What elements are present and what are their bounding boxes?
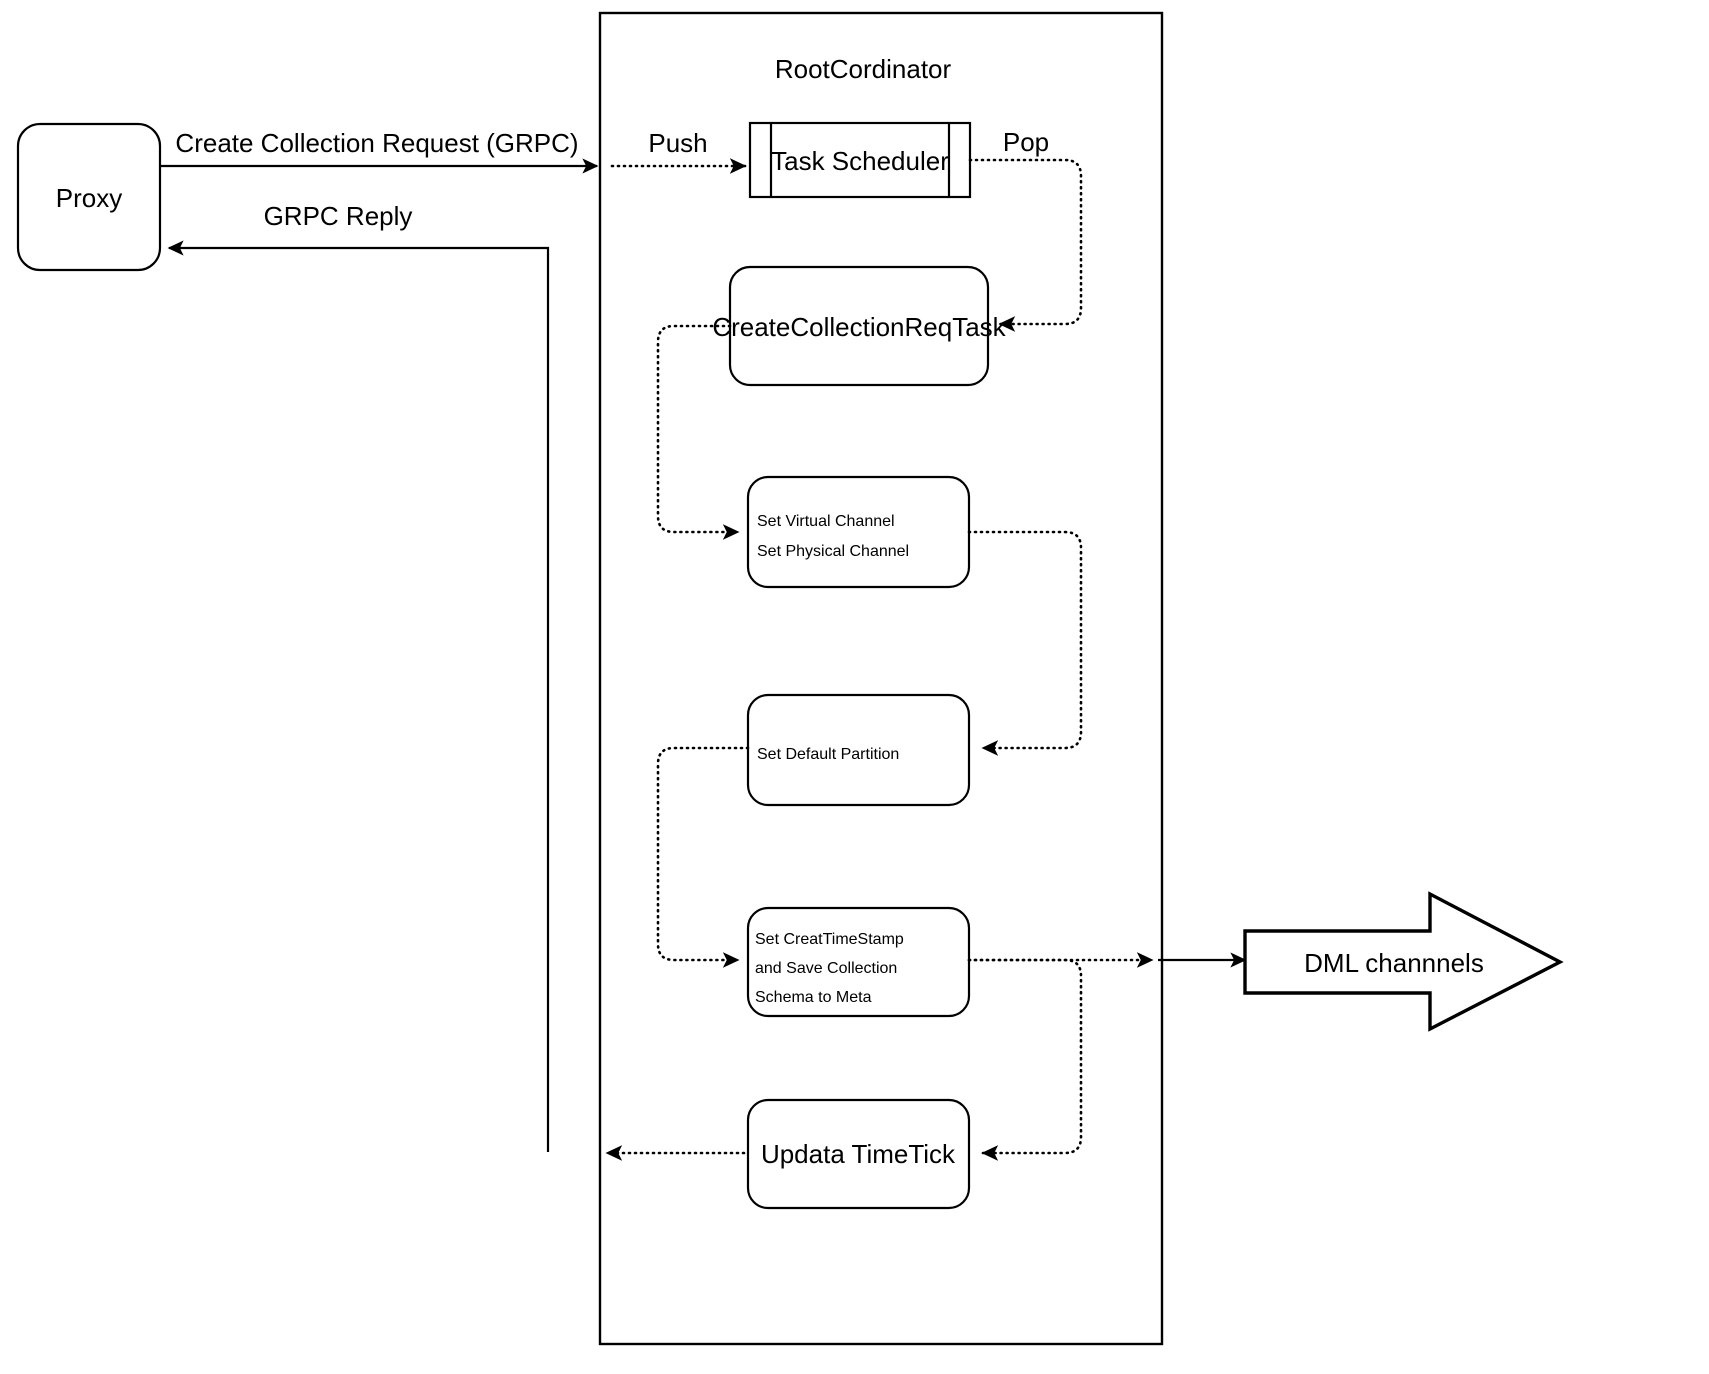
node-update-timetick-label: Updata TimeTick (761, 1139, 956, 1169)
edge-set-channels-to-default-partition (967, 530, 1083, 756)
edge-create-timestamp-to-update-timetick (967, 958, 1083, 1161)
node-proxy-label: Proxy (56, 183, 122, 213)
node-set-default-partition[interactable] (746, 693, 971, 807)
node-task-scheduler-label: Task Scheduler (771, 146, 949, 176)
edge-create-collection-request-label: Create Collection Request (GRPC) (175, 128, 578, 158)
edge-grpc-reply-label: GRPC Reply (264, 201, 413, 231)
rootcordinator-label: RootCordinator (775, 54, 952, 84)
node-set-default-partition-label: Set Default Partition (757, 746, 899, 763)
node-proxy[interactable] (16, 122, 162, 272)
node-set-channels-label-line1: Set Virtual Channel (757, 513, 895, 530)
edge-pop (968, 158, 1083, 332)
edge-push-label: Push (648, 128, 707, 158)
node-set-create-timestamp[interactable] (746, 906, 971, 1018)
node-task-scheduler[interactable] (748, 121, 972, 199)
node-set-create-timestamp-label-line1: Set CreatTimeStamp (755, 931, 904, 948)
node-dml-channels[interactable] (1243, 891, 1564, 1032)
edge-default-partition-to-create-timestamp (656, 746, 750, 968)
edge-pop-label: Pop (1003, 127, 1049, 157)
node-set-channels[interactable] (746, 475, 971, 589)
node-set-create-timestamp-label-line3: Schema to Meta (755, 989, 872, 1006)
node-update-timetick[interactable] (746, 1098, 971, 1210)
rootcordinator-container (598, 11, 1164, 1346)
edge-task-to-set-channels (656, 324, 740, 540)
node-dml-channels-label: DML channnels (1304, 948, 1484, 978)
node-set-create-timestamp-label-line2: and Save Collection (755, 960, 897, 977)
node-set-channels-label-line2: Set Physical Channel (757, 543, 909, 560)
edge-grpc-reply (167, 240, 550, 1152)
node-create-collection-req-task-label: CreateCollectionReqTask (712, 312, 1006, 342)
